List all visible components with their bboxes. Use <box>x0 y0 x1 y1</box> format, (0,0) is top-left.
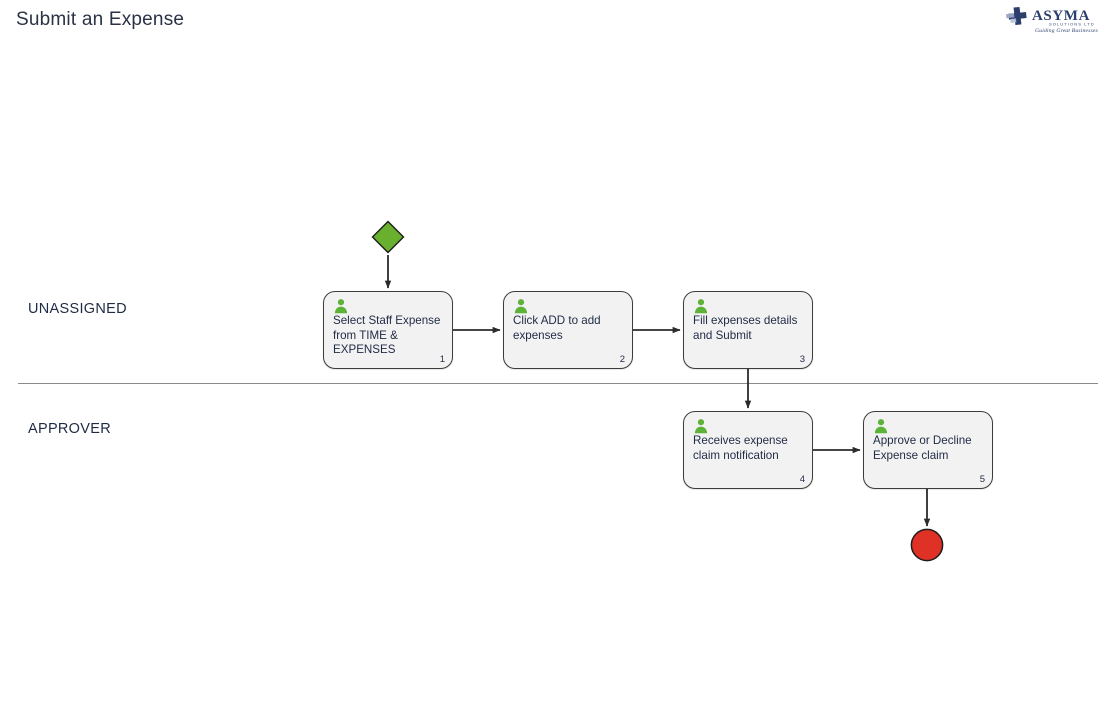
lane-label-approver: APPROVER <box>28 421 111 437</box>
person-icon <box>693 418 709 434</box>
svg-text:SOLUTIONS LTD: SOLUTIONS LTD <box>1049 22 1095 27</box>
task-number: 5 <box>979 474 985 485</box>
task-number: 2 <box>619 354 625 365</box>
task-label: Receives expense claim notification <box>693 434 788 462</box>
person-icon <box>693 298 709 314</box>
task-label: Fill expenses details and Submit <box>693 314 798 342</box>
lane-divider <box>18 383 1098 384</box>
task-3[interactable]: Fill expenses details and Submit 3 <box>683 291 813 369</box>
task-number: 1 <box>439 354 445 365</box>
svg-text:ASYMA: ASYMA <box>1032 8 1090 24</box>
person-icon <box>333 298 349 314</box>
medical-cross-icon <box>1006 7 1027 25</box>
task-number: 4 <box>799 474 805 485</box>
person-icon <box>513 298 529 314</box>
end-event[interactable] <box>910 528 944 562</box>
asyma-logo: ASYMA SOLUTIONS LTD Guiding Great Busine… <box>1003 5 1107 35</box>
start-event[interactable] <box>371 220 405 254</box>
task-label: Select Staff Expense from TIME & EXPENSE… <box>333 314 441 357</box>
page-title: Submit an Expense <box>16 9 185 30</box>
task-number: 3 <box>799 354 805 365</box>
task-label: Click ADD to add expenses <box>513 314 601 342</box>
task-4[interactable]: Receives expense claim notification 4 <box>683 411 813 489</box>
person-icon <box>873 418 889 434</box>
task-label: Approve or Decline Expense claim <box>873 434 972 462</box>
lane-label-unassigned: UNASSIGNED <box>28 301 127 317</box>
svg-text:Guiding Great Businesses: Guiding Great Businesses <box>1035 28 1098 34</box>
task-5[interactable]: Approve or Decline Expense claim 5 <box>863 411 993 489</box>
task-1[interactable]: Select Staff Expense from TIME & EXPENSE… <box>323 291 453 369</box>
task-2[interactable]: Click ADD to add expenses 2 <box>503 291 633 369</box>
